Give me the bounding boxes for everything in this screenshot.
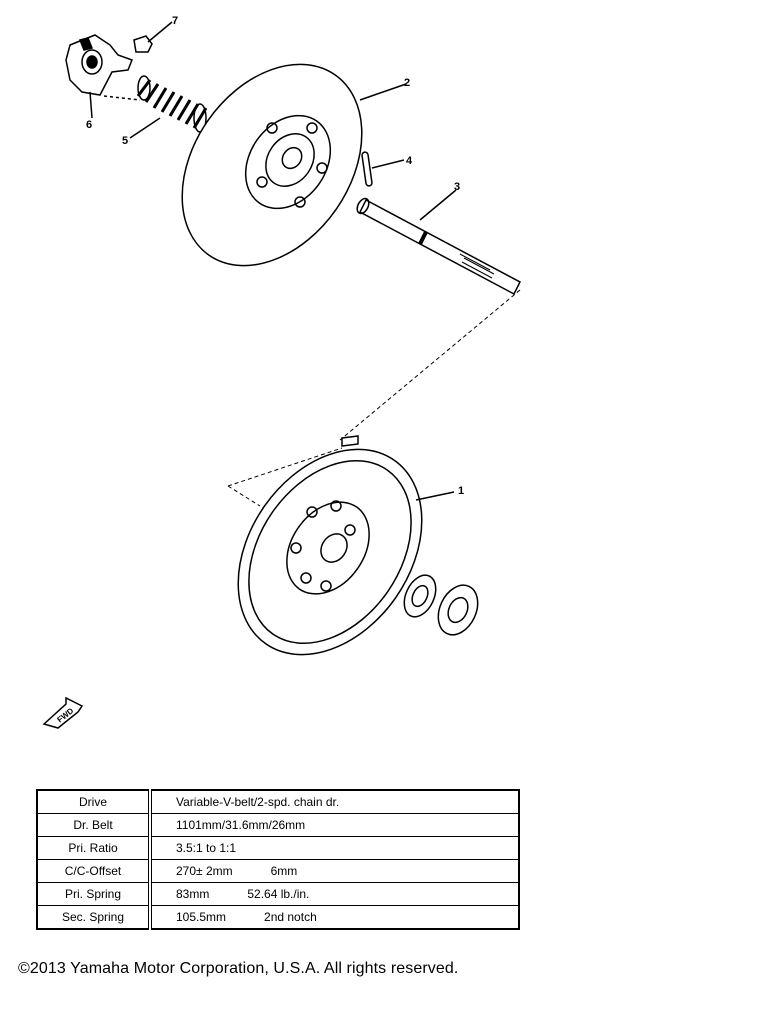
part-4-pin [361,151,405,187]
part-3-shaft [356,189,521,296]
spec-label: Dr. Belt [36,813,152,837]
spec-label: Sec. Spring [36,905,152,930]
callout-3: 3 [454,181,460,193]
callout-5: 5 [122,135,128,147]
spec-label: C/C-Offset [36,859,152,883]
bearing-left [403,574,437,618]
copyright-notice: ©2013 Yamaha Motor Corporation, U.S.A. A… [18,960,459,977]
part-5-spring [103,75,208,139]
part-6-bracket [65,34,133,119]
spec-value: Variable-V-belt/2-spd. chain dr. [149,789,520,814]
spec-label: Pri. Spring [36,882,152,906]
bearing-right [437,584,479,636]
part-7-bolt [133,21,173,53]
spec-value: 1101mm/31.6mm/26mm [149,813,520,837]
table-row: Pri. Ratio 3.5:1 to 1:1 [36,836,520,860]
callout-2: 2 [404,77,410,89]
callout-7: 7 [172,15,178,27]
spec-value: 3.5:1 to 1:1 [149,836,520,860]
table-row: Drive Variable-V-belt/2-spd. chain dr. [36,789,520,814]
part-2-drive-sheave [181,63,407,267]
table-row: Dr. Belt 1101mm/31.6mm/26mm [36,813,520,837]
spec-label: Drive [36,789,152,814]
part-1-driven-sheave [237,435,455,656]
fwd-arrow-icon [42,696,84,729]
callout-1: 1 [458,485,464,497]
spec-label: Pri. Ratio [36,836,152,860]
callout-4: 4 [406,155,413,167]
spec-table: Drive Variable-V-belt/2-spd. chain dr. D… [36,789,520,930]
callout-6: 6 [86,119,92,131]
exploded-parts-diagram: 1 2 3 4 5 6 7 FWD [42,15,521,729]
